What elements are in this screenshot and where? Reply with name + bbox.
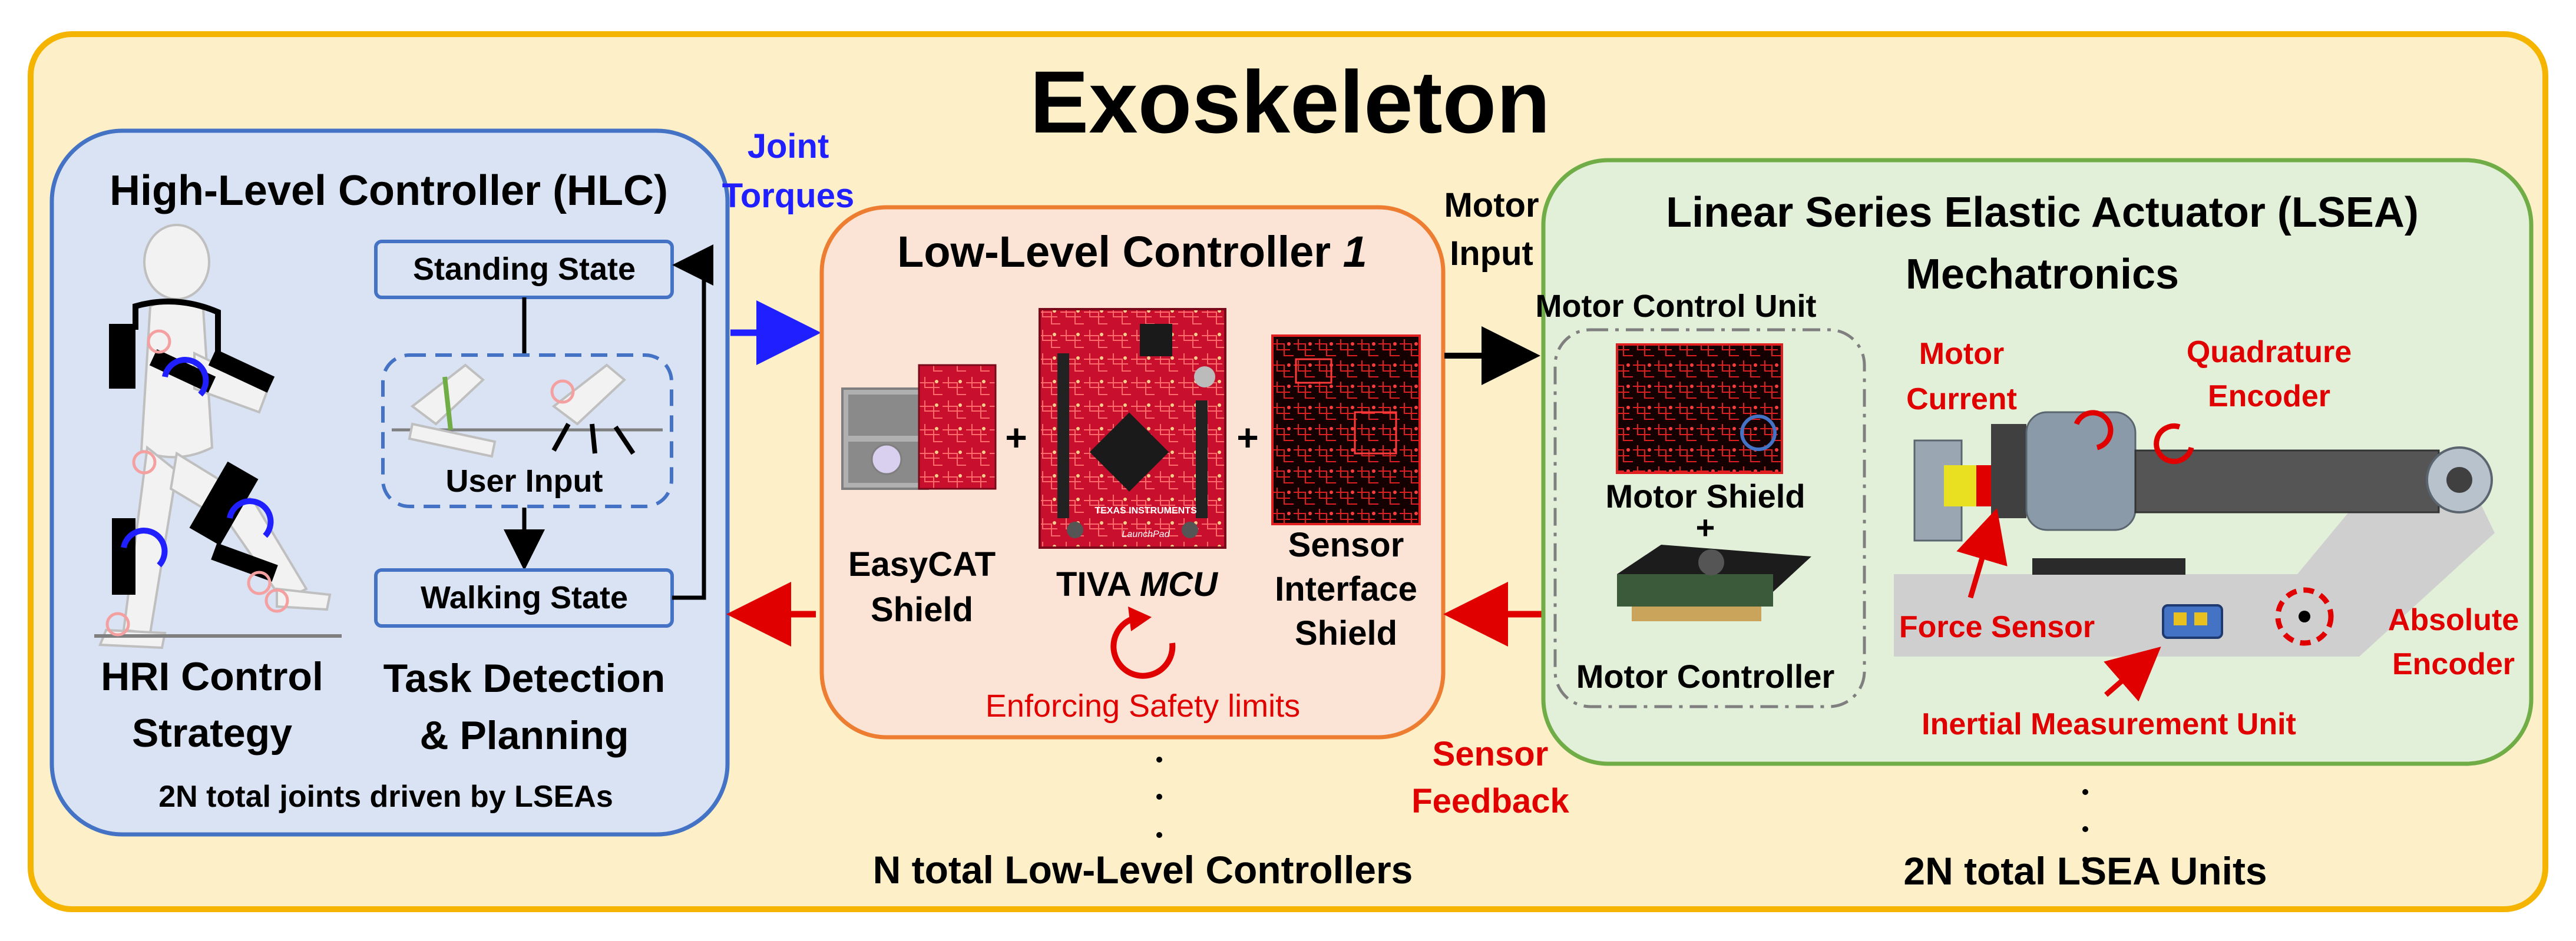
imu-label: Inertial Measurement Unit [1922, 707, 2296, 741]
task-detection-line1: Task Detection [383, 656, 666, 701]
joint-torques-line1: Joint [748, 127, 829, 165]
safety-loop-icon [1110, 607, 1176, 679]
hri-strategy-line2: Strategy [132, 711, 292, 756]
imu-pointer [2104, 647, 2161, 702]
motor-shield-image [1616, 343, 1783, 474]
sensor-feedback-line2: Feedback [1411, 782, 1569, 820]
lsea-title-line1: Linear Series Elastic Actuator (LSEA) [1666, 189, 2419, 236]
absolute-encoder-line2: Encoder [2392, 647, 2515, 681]
force-sensor-label: Force Sensor [1899, 610, 2095, 644]
imu-board-image [2162, 604, 2223, 639]
easycat-line2: Shield [871, 591, 973, 629]
motor-current-line2: Current [1906, 382, 2017, 416]
user-input-label: User Input [445, 463, 603, 499]
sensor-interface-line3: Shield [1295, 614, 1397, 652]
absolute-encoder-icon [2275, 587, 2334, 646]
joint-torques-line2: Torques [722, 177, 855, 215]
diagram-title: Exoskeleton [1030, 52, 1550, 151]
human-figure-illustration [94, 224, 342, 650]
motor-control-unit-title: Motor Control Unit [1536, 289, 1817, 324]
sensor-interface-shield-image [1271, 334, 1421, 525]
absolute-encoder-line1: Absolute [2388, 603, 2519, 637]
motor-controller-image [1617, 545, 1811, 621]
sensor-feedback-line1: Sensor [1433, 735, 1549, 773]
lsea-ellipsis [2082, 789, 2088, 863]
llc-total: N total Low-Level Controllers [873, 848, 1413, 892]
lsea-title-line2: Mechatronics [1906, 251, 2179, 298]
tiva-board-brand: TEXAS INSTRUMENTS [1094, 506, 1197, 516]
tiva-mcu-label: TIVA MCU [1056, 565, 1219, 604]
standing-state-label: Standing State [413, 251, 636, 287]
motor-input-line1: Motor [1444, 186, 1539, 224]
motor-current-line1: Motor [1919, 337, 2004, 371]
lsea-total: 2N total LSEA Units [1903, 849, 2267, 893]
sensor-interface-line1: Sensor [1288, 526, 1404, 564]
motor-input-line2: Input [1450, 234, 1533, 273]
walking-state-label: Walking State [421, 580, 628, 615]
llc-title: Low-Level Controller 1 [897, 227, 1367, 276]
easycat-shield-image [841, 364, 997, 490]
llc-ellipsis [1156, 757, 1162, 838]
lsea-actuator-image [1894, 410, 2495, 657]
safety-limits-label: Enforcing Safety limits [986, 688, 1300, 724]
task-detection-line2: & Planning [419, 713, 629, 758]
easycat-line1: EasyCAT [848, 545, 996, 584]
lsea-plus: + [1696, 509, 1715, 546]
hri-strategy-line1: HRI Control [101, 654, 323, 699]
tiva-launchpad-image: TEXAS INSTRUMENTS LaunchPad [1039, 308, 1226, 549]
motor-shield-label: Motor Shield [1605, 478, 1805, 515]
user-input-illustration [392, 363, 663, 458]
motor-control-unit-box [1553, 328, 1866, 708]
llc-plus-1: + [1005, 416, 1027, 459]
quadrature-encoder-line2: Encoder [2208, 379, 2330, 413]
motor-controller-label: Motor Controller [1576, 658, 1835, 695]
quadrature-encoder-line1: Quadrature [2187, 335, 2352, 369]
force-sensor-pointer [1956, 508, 2008, 599]
sensor-interface-line2: Interface [1275, 570, 1417, 608]
hlc-title: High-Level Controller (HLC) [110, 167, 668, 214]
tiva-board-sub: LaunchPad [1122, 529, 1170, 539]
joints-note: 2N total joints driven by LSEAs [158, 780, 613, 814]
llc-plus-2: + [1236, 416, 1258, 459]
